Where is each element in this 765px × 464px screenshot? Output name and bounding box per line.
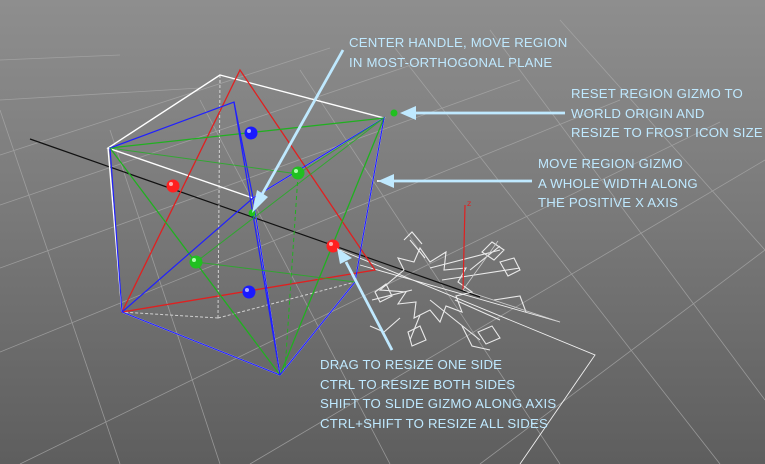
ground-grid: [0, 19, 765, 464]
callout-line: A WHOLE WIDTH ALONG: [538, 175, 698, 191]
axis-z-label: z: [467, 199, 471, 208]
callout-line: THE POSITIVE X AXIS: [538, 195, 679, 210]
gizmo-tri-green: [108, 117, 386, 377]
callout-line: CTRL TO RESIZE BOTH SIDES: [320, 376, 516, 392]
callout-line: SHIFT TO SLIDE GIZMO ALONG AXIS: [320, 396, 557, 411]
callout-line: DRAG TO RESIZE ONE SIDE: [320, 357, 503, 372]
callout-line: RESIZE TO FROST ICON SIZE: [571, 125, 763, 140]
callout-resize-handles: DRAG TO RESIZE ONE SIDE CTRL TO RESIZE B…: [320, 355, 556, 433]
gizmo-green-dashed: [284, 174, 299, 371]
callout-line: WORLD ORIGIN AND: [571, 105, 705, 121]
reset-handle-icon[interactable]: [390, 109, 398, 117]
callout-center-handle: CENTER HANDLE, MOVE REGION IN MOST-ORTHO…: [349, 33, 567, 72]
world-x-axis: [29, 138, 481, 298]
callout-move-gizmo: MOVE REGION GIZMO A WHOLE WIDTH ALONG TH…: [538, 154, 698, 213]
callout-line: CTRL+SHIFT TO RESIZE ALL SIDES: [320, 415, 548, 431]
gizmo-green-diagonals: [109, 117, 385, 283]
region-gizmo[interactable]: [106, 68, 398, 377]
callout-line: CENTER HANDLE, MOVE REGION: [349, 35, 568, 50]
resize-handle-icon[interactable]: [166, 126, 340, 299]
callout-line: RESET REGION GIZMO TO: [571, 86, 743, 101]
world-axis-icon: z: [462, 199, 561, 323]
gizmo-tri-blue: [109, 101, 385, 376]
gizmo-box-back: [121, 74, 356, 319]
callout-arrows: [252, 49, 565, 351]
callout-line: IN MOST-ORTHOGONAL PLANE: [349, 54, 553, 70]
callout-reset-gizmo: RESET REGION GIZMO TO WORLD ORIGIN AND R…: [571, 84, 763, 143]
callout-line: MOVE REGION GIZMO: [538, 156, 683, 171]
frost-icon[interactable]: [339, 231, 596, 464]
gizmo-blue-diagonals: [121, 101, 281, 376]
